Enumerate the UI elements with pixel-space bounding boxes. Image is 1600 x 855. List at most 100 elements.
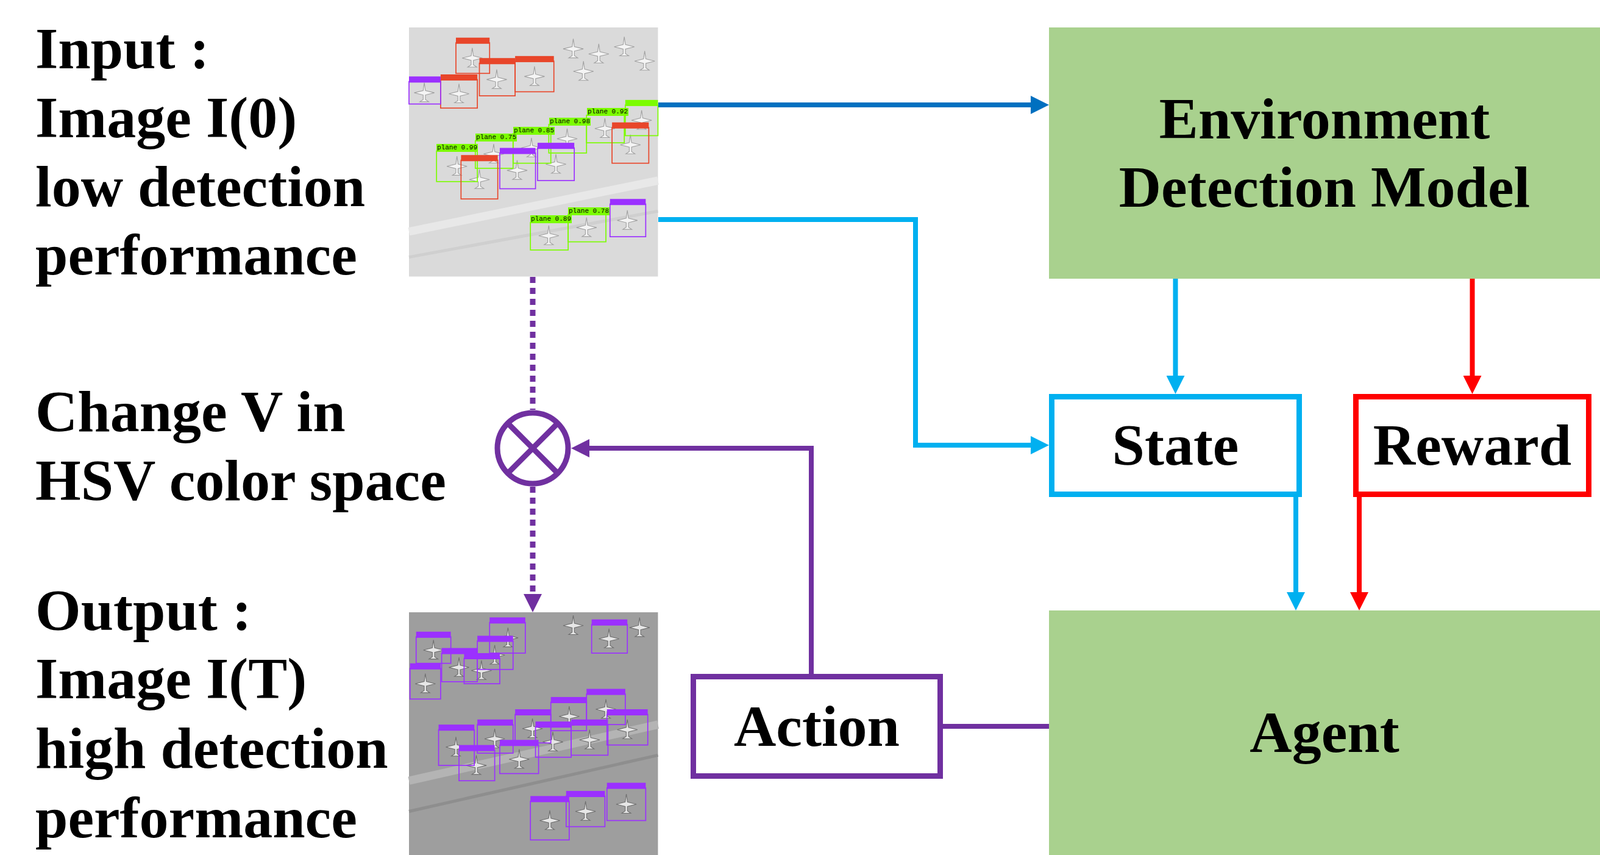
illustration-part: [515, 708, 552, 715]
illustration-part: [440, 37, 649, 162]
illustration-part: [611, 127, 649, 164]
illustration-part: [475, 140, 514, 169]
illustration-part: [607, 782, 647, 789]
illustration-part: [499, 152, 536, 189]
illustration-part: [463, 657, 500, 684]
illustration-part: [415, 615, 650, 829]
illustration-part: [507, 423, 558, 473]
illustration-part: [410, 668, 441, 699]
illustration-part: [620, 134, 641, 154]
dotted-flow-line: [530, 276, 536, 410]
illustration-part: [563, 39, 584, 58]
illustration-part: [537, 148, 575, 182]
node-label: Environment Detection Model: [1074, 84, 1575, 222]
illustration-part: [448, 657, 469, 676]
illustration-part: [436, 104, 658, 250]
illustration-part: [410, 663, 441, 670]
illustration-part: [507, 423, 558, 473]
illustration-part: [551, 696, 587, 703]
illustration-part: [455, 37, 490, 44]
illustration-part: [440, 42, 649, 199]
illustration-part: [499, 148, 536, 155]
illustration-part: [576, 217, 597, 237]
action-to-multiply-arrow: [589, 448, 812, 674]
illustration-part: [571, 719, 608, 726]
illustration-part: [415, 673, 436, 693]
illustration-part: [599, 628, 620, 648]
illustration-part: [508, 748, 530, 768]
illustration-part: [477, 719, 514, 726]
input-image: [408, 27, 658, 277]
side-caption: low detection: [35, 152, 366, 221]
illustration-part: [591, 619, 628, 626]
illustration-part: [610, 204, 647, 238]
environment-box: Environment Detection Model: [1048, 27, 1600, 279]
illustration-part: [408, 76, 441, 83]
state-box: State: [1048, 393, 1302, 497]
illustration-part: [607, 713, 648, 745]
illustration-part: [515, 713, 552, 743]
illustration-part: [607, 787, 647, 821]
illustration-part: [566, 795, 606, 826]
illustration-part: [408, 81, 441, 105]
illustration-part: [499, 739, 539, 746]
illustration-part: [479, 63, 516, 97]
illustration-part: [408, 210, 658, 257]
illustration-part: [489, 616, 526, 623]
side-caption: Image I(T): [35, 644, 307, 713]
illustration-part: [416, 631, 452, 638]
illustration-part: [410, 622, 648, 840]
side-caption: performance: [35, 783, 358, 852]
illustration-part: [588, 43, 609, 63]
illustration-part: [438, 724, 475, 731]
illustration-part: [522, 718, 543, 737]
connector-arrow: [942, 723, 1049, 729]
side-caption: Output :: [35, 576, 252, 645]
illustration-part: [458, 744, 495, 751]
connector-arrow: [1293, 496, 1299, 592]
illustration-part: [563, 615, 584, 634]
illustration-part: [408, 81, 646, 237]
side-caption: Change V in: [35, 377, 346, 446]
illustration-part: [610, 198, 647, 205]
illustration-part: [566, 790, 606, 797]
illustration-part: [499, 744, 539, 774]
illustration-part: [469, 169, 490, 189]
illustration-part: [535, 725, 572, 757]
detection-label: plane 0.99: [436, 143, 478, 152]
illustration-part: [440, 79, 478, 108]
illustration-part: [466, 755, 487, 775]
side-caption: performance: [35, 220, 358, 289]
illustration-part: [625, 99, 659, 107]
illustration-part: [542, 731, 563, 751]
illustration-part: [530, 795, 570, 802]
connector-arrow: [1356, 496, 1362, 592]
illustration-part: [524, 66, 545, 86]
illustration-part: [617, 210, 638, 230]
illustration-part: [477, 635, 514, 642]
detection-label: plane 0.78: [568, 207, 610, 216]
multiply-symbol: [497, 412, 569, 484]
illustration-part: [497, 412, 569, 484]
dotted-flow-arrow: [530, 486, 536, 594]
node-label: Reward: [1373, 410, 1572, 480]
image-to-state-arrow: [658, 219, 1031, 445]
illustration-part: [408, 611, 658, 855]
illustration-part: [440, 74, 478, 81]
illustration-part: [535, 721, 572, 728]
detection-label: plane 0.85: [513, 126, 555, 135]
illustration-part: [579, 729, 600, 749]
agent-box: Agent: [1048, 610, 1600, 855]
illustration-part: [607, 708, 648, 715]
illustration-part: [568, 213, 606, 242]
illustration-part: [530, 222, 569, 250]
illustration-part: [423, 639, 444, 659]
illustration-part: [414, 36, 656, 245]
output-image: [408, 611, 658, 855]
illustration-part: [515, 56, 555, 63]
illustration-part: [530, 800, 570, 840]
illustration-part: [573, 60, 594, 80]
illustration-part: [408, 27, 658, 277]
reward-box: Reward: [1353, 393, 1592, 497]
action-box: Action: [690, 673, 943, 779]
